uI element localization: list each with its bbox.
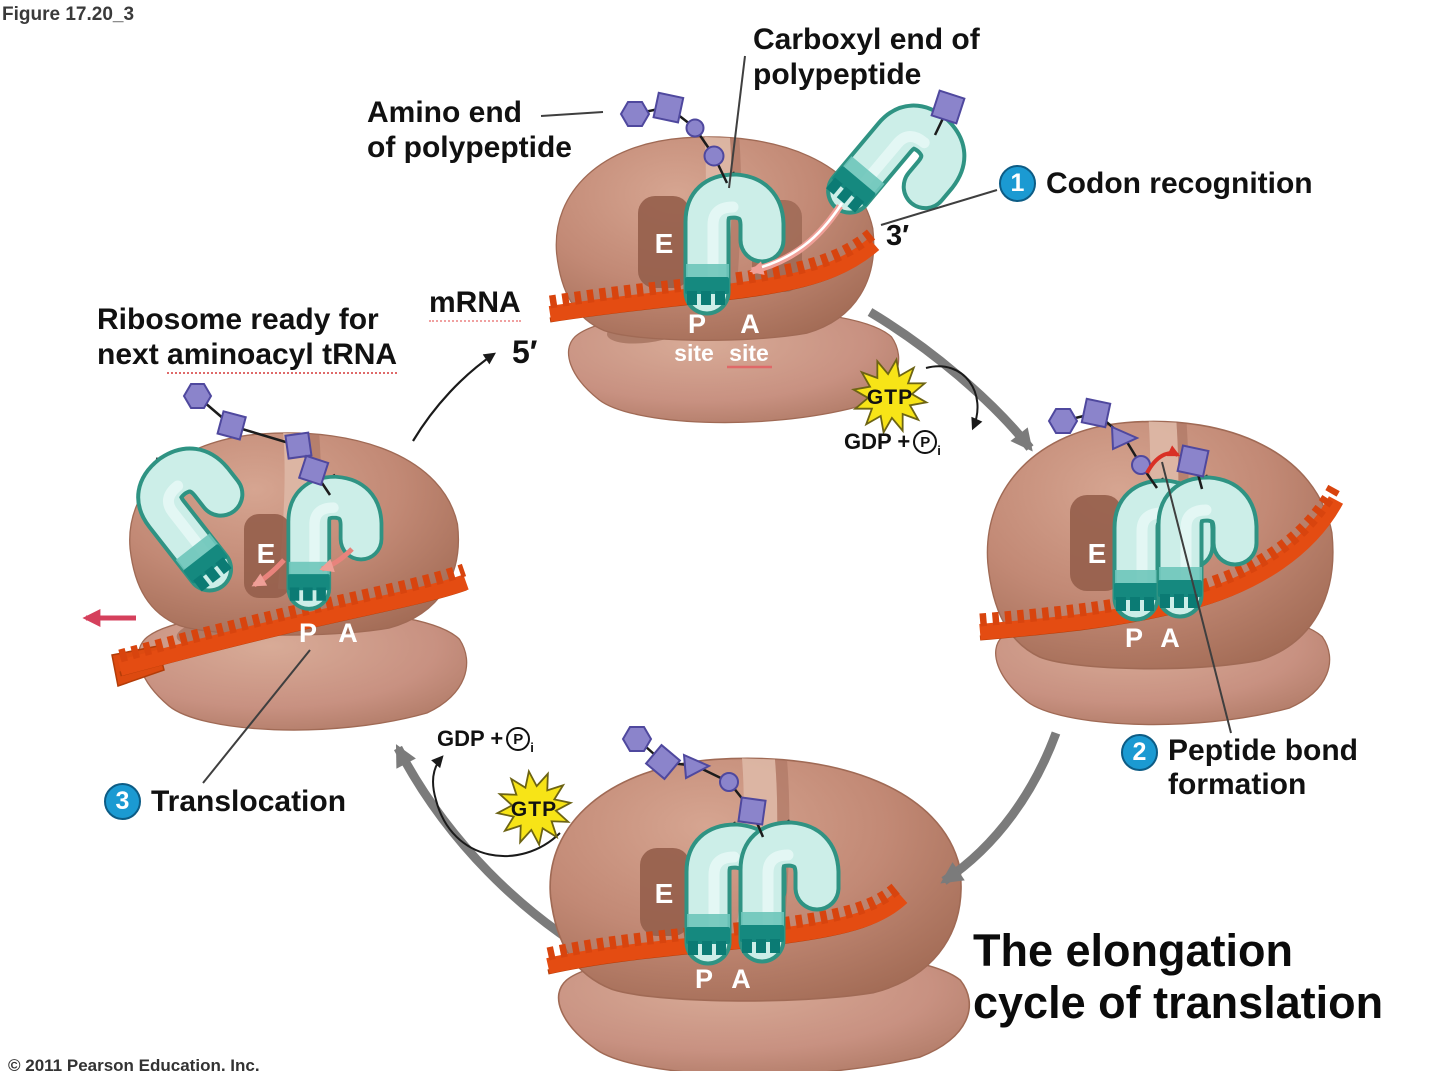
step-3-translocation: 3 Translocation: [104, 783, 346, 820]
site-letters: E P A: [655, 878, 751, 994]
ribosome-bottom: E P A: [546, 726, 971, 1071]
ribosome-left: E P A: [82, 383, 469, 731]
carboxyl-end-leader: [728, 55, 746, 189]
figure-label: Figure 17.20_3: [2, 4, 135, 25]
svg-text:E: E: [655, 878, 674, 909]
svg-text:P: P: [688, 309, 706, 339]
e-site-slot: [640, 848, 690, 936]
step-2-label: Peptide bond formation: [1168, 734, 1358, 801]
e-site-slot: [1070, 495, 1122, 591]
polypeptide-chain: [182, 383, 332, 496]
trna-shift-arrows-icon: [251, 547, 354, 588]
incoming-aminoacyl-trna: [824, 85, 968, 236]
svg-text:site: site: [674, 340, 714, 366]
svg-text:GTP: GTP: [511, 798, 557, 821]
copyright-line: © 2011 Pearson Education, Inc.: [8, 1056, 260, 1071]
ribosome-top: E P A site site: [548, 85, 969, 424]
mrna-strand: [111, 563, 469, 687]
step-2-peptide-bond: 2 Peptide bond formation: [1121, 734, 1358, 801]
step-2-badge: 2: [1121, 734, 1158, 771]
step-1-label: Codon recognition: [1046, 167, 1313, 200]
amino-end-label: Amino end of polypeptide: [367, 96, 572, 165]
gtp-hydrolysis-arrow-bottom-icon: [431, 755, 561, 857]
codon-recognition-leader: [880, 189, 998, 226]
gtp-hydrolysis-arrow-right-icon: [925, 365, 983, 431]
gtp-starburst-bottom: GTP: [491, 765, 577, 851]
step-1-badge: 1: [999, 165, 1036, 202]
polypeptide-chain: [619, 91, 729, 184]
svg-text:A: A: [731, 964, 751, 994]
step-3-badge: 3: [104, 783, 141, 820]
phosphate-icon: P: [913, 430, 938, 454]
svg-text:A: A: [338, 618, 358, 648]
gray-cycle-arrow-1: [867, 308, 1034, 452]
mrna-label: mRNA: [429, 285, 521, 322]
svg-text:P: P: [695, 964, 713, 994]
polypeptide-chain: [1047, 397, 1210, 490]
svg-text:P: P: [1125, 623, 1143, 653]
three-prime-label: 3′: [886, 220, 910, 252]
translocation-leader: [202, 649, 311, 784]
ribosome-right: E P A: [979, 397, 1344, 726]
five-prime-label: 5′: [512, 334, 538, 370]
site-letters: E P A: [1088, 538, 1180, 653]
e-site-slot: [638, 196, 690, 288]
step-1-codon-recognition: 1 Codon recognition: [999, 165, 1313, 202]
ribosome-ready-label: Ribosome ready for next aminoacyl tRNA: [97, 302, 398, 375]
svg-text:site: site: [729, 340, 769, 366]
svg-text:GTP: GTP: [867, 386, 913, 409]
codon-recognition-arrow-icon: [749, 202, 844, 275]
gdp-pi-label-right: GDP + P i: [844, 429, 941, 458]
svg-text:A: A: [1160, 623, 1180, 653]
mrna-strand: [548, 227, 880, 323]
site-letters: E P A: [257, 538, 358, 648]
svg-text:P: P: [299, 618, 317, 648]
amino-end-leader: [540, 111, 604, 117]
peptide-bond-leader: [1161, 461, 1232, 734]
gray-cycle-arrow-2: [940, 731, 1061, 885]
leader-lines: [202, 55, 1232, 784]
carboxyl-end-label: Carboxyl end of polypeptide: [753, 23, 980, 92]
svg-text:A: A: [740, 309, 760, 339]
cycle-return-arrow-icon: [412, 352, 496, 442]
peptide-transfer-arrow-icon: [1145, 445, 1181, 474]
svg-text:E: E: [655, 228, 674, 259]
phosphate-icon: P: [506, 727, 531, 751]
gtp-starburst-right: GTP: [846, 352, 934, 440]
svg-text:E: E: [1088, 538, 1107, 569]
diagram-title: The elongation cycle of translation: [973, 925, 1384, 1029]
svg-text:E: E: [257, 538, 276, 569]
site-letters: E P A site site: [655, 228, 769, 366]
polypeptide-chain: [621, 726, 767, 838]
gdp-pi-label-bottom: GDP + P i: [437, 726, 534, 755]
step-3-label: Translocation: [151, 785, 347, 818]
